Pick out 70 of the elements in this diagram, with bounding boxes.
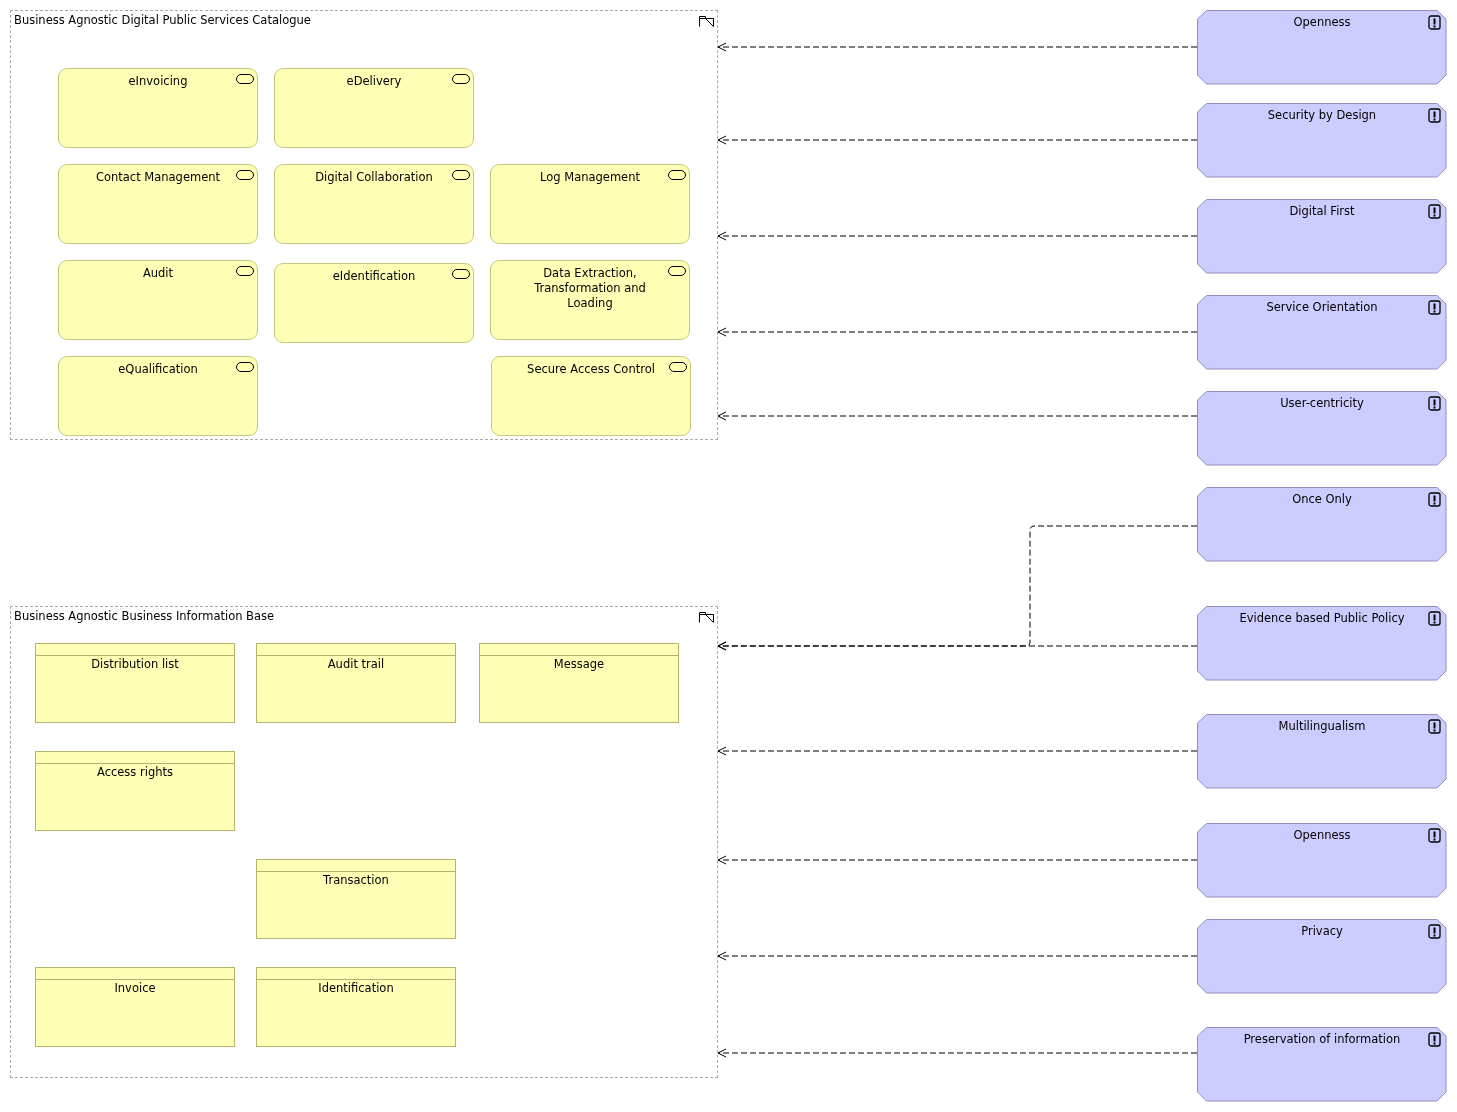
service-box <box>58 68 258 148</box>
node-label: eIdentification <box>331 269 417 284</box>
node-label: Evidence based Public Policy <box>1238 611 1406 626</box>
service-box <box>490 260 690 340</box>
service-box <box>274 68 474 148</box>
node-label: Multilingualism <box>1277 719 1367 734</box>
business-object-box <box>35 967 235 1047</box>
node-label: Secure Access Control <box>526 362 656 377</box>
service-box <box>490 164 690 244</box>
principle-box <box>1197 487 1447 562</box>
node-label: Contact Management <box>94 170 222 185</box>
service-box <box>58 260 258 340</box>
business-object-box <box>256 643 456 723</box>
dependency-arrow <box>717 641 1198 651</box>
node-label: Audit <box>141 266 175 281</box>
node-label: Digital First <box>1288 204 1356 219</box>
service-box <box>274 164 474 244</box>
node-label: Service Orientation <box>1265 300 1379 315</box>
principle-box <box>1197 1027 1447 1102</box>
node-label: Identification <box>317 981 395 996</box>
node-label: Message <box>552 657 606 672</box>
principle-box <box>1197 103 1447 178</box>
principle-box <box>1197 199 1447 274</box>
group-frame <box>10 10 718 440</box>
principle-box <box>1197 714 1447 789</box>
group-frame <box>10 606 718 1078</box>
dependency-arrow <box>717 951 1198 961</box>
business-object-box <box>479 643 679 723</box>
principle-box <box>1197 295 1447 370</box>
node-label: Security by Design <box>1266 108 1378 123</box>
node-label: Privacy <box>1300 924 1344 939</box>
service-box <box>491 356 691 436</box>
node-label: Once Only <box>1291 492 1353 507</box>
dependency-arrow <box>717 746 1198 756</box>
dependency-arrow <box>717 42 1198 52</box>
dependency-arrow <box>717 411 1198 421</box>
principle-box <box>1197 919 1447 994</box>
node-label: eDelivery <box>345 74 403 89</box>
business-object-box <box>256 859 456 939</box>
principle-box <box>1197 10 1447 85</box>
node-label: Invoice <box>113 981 157 996</box>
service-box <box>58 164 258 244</box>
node-label: eInvoicing <box>127 74 189 89</box>
business-object-box <box>35 643 235 723</box>
node-label: Transaction <box>322 873 390 888</box>
principle-box <box>1197 391 1447 466</box>
business-object-box <box>256 967 456 1047</box>
node-label: Openness <box>1292 15 1352 30</box>
node-label: eQualification <box>117 362 199 377</box>
principle-box <box>1197 606 1447 681</box>
node-label: User-centricity <box>1279 396 1365 411</box>
dependency-arrow <box>717 231 1198 241</box>
node-label: Log Management <box>539 170 641 185</box>
dependency-arrow <box>717 855 1198 865</box>
dependency-arrow <box>717 135 1198 145</box>
node-label: Digital Collaboration <box>314 170 434 185</box>
node-label: Preservation of information <box>1242 1032 1402 1047</box>
node-label: Access rights <box>95 765 174 780</box>
business-object-box <box>35 751 235 831</box>
dependency-arrow <box>717 327 1198 337</box>
node-label: Data Extraction, Transformation and Loading <box>533 266 647 311</box>
service-box <box>274 263 474 343</box>
node-label: Distribution list <box>90 657 180 672</box>
service-box <box>58 356 258 436</box>
node-label: Audit trail <box>326 657 386 672</box>
principle-box <box>1197 823 1447 898</box>
group-title: Business Agnostic Digital Public Services Catalogue <box>14 13 312 28</box>
dependency-arrow <box>717 1048 1198 1058</box>
group-title: Business Agnostic Business Information Base <box>14 609 276 624</box>
node-label: Openness <box>1292 828 1352 843</box>
